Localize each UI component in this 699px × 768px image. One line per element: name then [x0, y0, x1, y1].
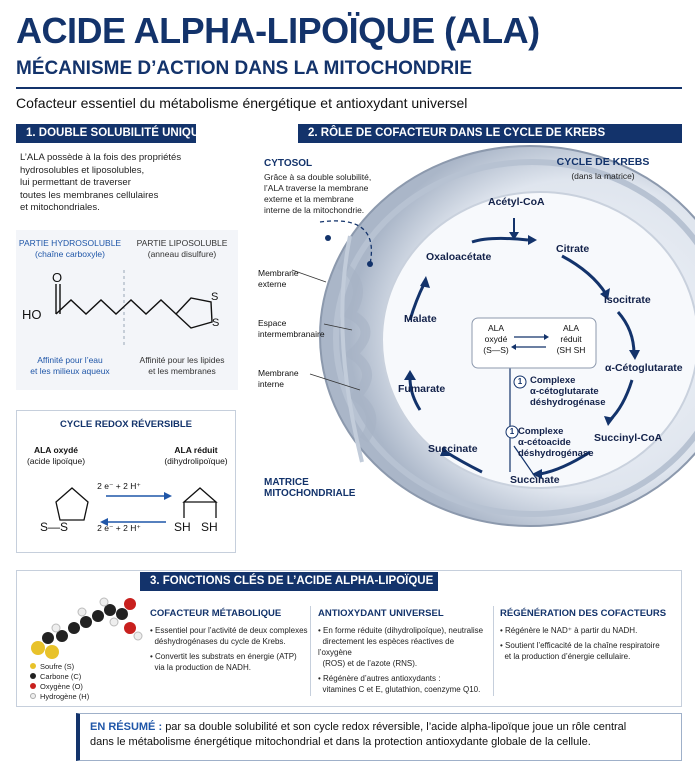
col-divider-1	[310, 606, 311, 696]
section3-heading: 3. FONCTIONS CLÉS DE L’ACIDE ALPHA-LIPOÏ…	[140, 572, 438, 591]
krebs-acetyl-coa: Acétyl-CoA	[488, 196, 545, 208]
atom-o: O	[52, 270, 62, 285]
krebs-fumarate: Fumarate	[398, 383, 446, 395]
page-title: ACIDE ALPHA-LIPOÏQUE (ALA)	[16, 10, 540, 51]
redox-oxidized-label: ALA oxydé(acide lipoïque)	[26, 445, 86, 466]
complex2-number: 1	[509, 427, 515, 436]
lipo-title: PARTIE LIPOSOLUBLE(anneau disulfure)	[136, 238, 228, 259]
krebs-succinate: Succinate	[510, 474, 560, 486]
atom-s1: S	[211, 291, 218, 303]
solubility-panel	[16, 230, 238, 390]
redox-diagram	[55, 487, 218, 526]
redox-panel	[16, 410, 236, 553]
legend-hydrogen: Hydrogène (H)	[30, 692, 130, 702]
redox-reduced-label: ALA réduit(dihydrolipoïque)	[164, 445, 228, 466]
redox-heading: CYCLE REDOX RÉVERSIBLE	[60, 419, 192, 430]
krebs-isocitrate: Isocitrate	[604, 294, 651, 306]
function-col2: ANTIOXYDANT UNIVERSEL En forme réduite (…	[318, 608, 490, 695]
page-subtitle: MÉCANISME D’ACTION DANS LA MITOCHONDRIE	[16, 58, 472, 79]
complex1-number: 1	[517, 377, 523, 386]
ala-3d-model	[31, 597, 143, 659]
krebs-subtitle: (dans la matrice)	[571, 171, 635, 181]
krebs-citrate: Citrate	[556, 243, 590, 255]
redox-sh2: SH	[201, 520, 218, 534]
hydro-title: PARTIE HYDROSOLUBLE(chaîne carboxyle)	[18, 238, 122, 259]
cytosol-title: CYTOSOL	[264, 158, 313, 169]
page-tagline: Cofacteur essentiel du métabolisme énerg…	[16, 95, 468, 111]
legend-sulfur: Soufre (S)	[30, 662, 130, 672]
function-col1: COFACTEUR MÉTABOLIQUE Essentiel pour l’a…	[150, 608, 310, 673]
krebs-succinyl-coa: Succinyl-CoA	[594, 432, 663, 444]
mitochondrion-illustration	[291, 145, 695, 527]
krebs-oxaloacetate: Oxaloacétate	[426, 251, 492, 263]
col-divider-2	[493, 606, 494, 696]
electrons-bottom: 2 e⁻ + 2 H⁺	[97, 523, 141, 533]
krebs-title: CYCLE DE KREBS	[556, 156, 650, 168]
electrons-top: 2 e⁻ + 2 H⁺	[97, 481, 141, 491]
legend-carbon: Carbone (C)	[30, 672, 130, 682]
redox-ss: S—S	[40, 520, 69, 534]
summary-box: EN RÉSUMÉ : par sa double solubilité et …	[76, 713, 682, 761]
header-rule	[16, 87, 682, 89]
atom-ho: HO	[22, 307, 42, 322]
ala-structure: O HO S S	[22, 270, 219, 348]
krebs-succinate-left: Succinate	[428, 443, 478, 455]
krebs-alpha-ketoglutarate: α-Cétoglutarate	[605, 362, 683, 374]
section1-heading: 1. DOUBLE SOLUBILITÉ UNIQUE	[16, 124, 207, 143]
cytosol-text: Grâce à sa double solubilité,l’ALA trave…	[264, 172, 372, 215]
summary-line1: par sa double solubilité et son cycle re…	[165, 721, 627, 733]
redox-sh1: SH	[174, 520, 191, 534]
section2-heading: 2. RÔLE DE COFACTEUR DANS LE CYCLE DE KR…	[298, 124, 682, 143]
krebs-malate: Malate	[404, 313, 437, 325]
summary-label: EN RÉSUMÉ :	[90, 721, 163, 733]
function-col3: RÉGÉNÉRATION DES COFACTEURS Régénère le …	[500, 608, 676, 662]
atom-s2: S	[212, 317, 219, 329]
legend-oxygen: Oxygène (O)	[30, 682, 130, 692]
summary-line2: dans le métabolisme énergétique mitochon…	[90, 736, 591, 748]
atom-legend: Soufre (S) Carbone (C) Oxygène (O) Hydro…	[30, 662, 130, 702]
